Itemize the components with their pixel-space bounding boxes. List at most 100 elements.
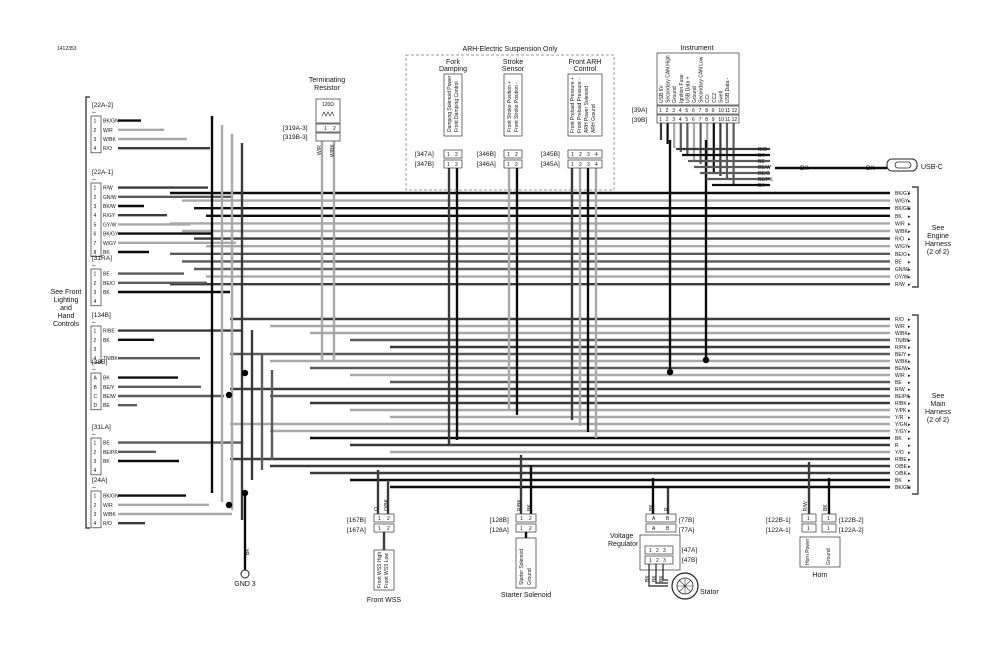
resistor-box [315,98,341,124]
usb-c: BK BK USB-C [800,158,943,172]
main-wire-arrow-7: ▸ [908,366,911,372]
connector-24a-housing [90,490,102,529]
c39a-housing [656,105,740,115]
connector-24a-wire-1: BK/GN [103,494,119,500]
horn: 1 1 1 1 [122B-1] [122A-1] [122B-2] [122A… [766,501,864,579]
c128-p2b: 2 [529,526,532,532]
connector-22a2-wire-3: W/BK [103,137,116,143]
main-wire-label-14: Y/R [895,415,904,421]
main-wire-label-24: BK/GN [895,485,911,491]
c345b-housing [567,149,603,159]
usb-wire-label-1: BK [758,153,765,159]
engine-harness-l2: Engine [927,233,949,240]
engine-wire-arrow-1: ▸ [908,199,911,205]
main-wire-label-18: R [895,443,899,449]
front-lighting-label-4: Hand [58,313,75,320]
voltage-regulator: A B A B [77B] [77A] BK R 1 2 3 1 2 3 [47… [608,504,697,582]
connector-22a1-pin-4: 4 [94,213,97,219]
c47-p1: 1 [649,548,652,554]
engine-wire-label-11: GY/W [895,275,909,281]
connector-24a-wire-2: W/R [103,503,113,509]
connector-38b-housing [90,372,102,411]
connector-38b-wire-D: BE [103,403,110,409]
engine-wire-label-0: BK/GY [895,191,911,197]
c122-p2b: 1 [827,526,830,532]
arh-group: ARH-Electric Suspension Only Fork Dampin… [405,46,615,191]
connector-22a1-id: [22A-1] [92,169,113,176]
front-lighting-label-3: and [60,305,72,312]
c167a-id: [167A] [347,527,366,534]
c167-p1: 1 [378,516,381,522]
c47-p1b: 1 [649,558,652,564]
main-wire-arrow-5: ▸ [908,352,911,358]
c346-pin2: 2 [515,152,518,158]
main-wire-label-23: BK [895,478,902,484]
main-wire-arrow-15: ▸ [908,422,911,428]
instrument-pin-label-9: CC2 [712,93,718,103]
terminating-resistor-label-1: Terminating [309,77,345,84]
connector-134b-pin-4: 4 [94,356,97,362]
main-wire-arrow-4: ▸ [908,345,911,351]
c122b1-id: [122B-1] [766,517,791,524]
c122b2-id: [122B-2] [839,517,864,524]
c77b-id: [77B] [679,517,694,524]
c319-pin2: 2 [333,126,336,132]
front-lighting-label-2: Lighting [54,297,79,304]
c347b-housing [443,149,463,159]
main-wire-label-21: O/BE [895,464,908,470]
c77-wire1: BK [649,504,655,511]
c39b-id: [39B] [632,117,647,124]
connector-31ra-housing [90,268,102,307]
usb-c-label: USB-C [921,164,943,171]
usb-wire-label-5: BE/PK [758,177,773,183]
connector-22a1-arrow: ⇽ [92,177,96,183]
connector-38b-pin-C: C [94,394,98,400]
c167-p2: 2 [387,516,390,522]
regulator-label-1: Voltage [610,533,633,540]
c345-p1b: 1 [571,162,574,168]
instrument-pin-label-5: USB Data + [685,76,691,103]
engine-wire-label-4: W/R [895,221,905,227]
connector-134b-pin-3: 3 [94,347,97,353]
c39a-pin-4: 4 [679,108,682,114]
connector-31ra-pin-3: 3 [94,290,97,296]
connector-22a1-housing [90,182,102,257]
main-wire-arrow-16: ▸ [908,429,911,435]
main-harness-l3: Harness [925,409,952,416]
engine-wire-label-12: R/W [895,282,905,288]
instrument-pin-label-10: Swell [718,91,724,103]
c39a-pin-3: 3 [672,108,675,114]
connector-134b-id: [134B] [92,312,111,319]
connector-38b-arrow: ⇽ [92,367,96,373]
c39b-pin-10: 10 [718,117,724,123]
c39b-pin-5: 5 [685,117,688,123]
c346-pin2b: 2 [515,162,518,168]
connector-24a-pin-4: 4 [94,521,97,527]
c122-p1: 1 [807,516,810,522]
stroke-pin-1: Front Stroke Position + [507,81,513,132]
c345-p4: 4 [595,152,598,158]
connector-134b-pin-2: 2 [94,338,97,344]
c346a-housing [503,159,523,169]
c122-p2: 1 [827,516,830,522]
usb-wire-label-4: BE/O [758,171,770,177]
c39b-pin-4: 4 [679,117,682,123]
connector-31la-wire-3: BK [103,459,110,465]
connector-24a-pin-2: 2 [94,503,97,509]
main-wire-arrow-14: ▸ [908,415,911,421]
stator-label: Stator [700,589,719,596]
connector-22a1-pin-3: 3 [94,204,97,210]
gnd3-label: GND 3 [234,581,256,588]
c347-pin1: 1 [447,152,450,158]
left-bracket [85,96,90,529]
instrument-pin-label-3: Ground [672,86,678,103]
connector-31ra-pin-2: 2 [94,281,97,287]
c39b-pin-3: 3 [672,117,675,123]
c122b1-housing [801,513,817,523]
main-wire-arrow-18: ▸ [908,443,911,449]
stator-wire-1: BK [645,575,651,582]
engine-wire-label-8: BE/O [895,252,907,258]
usb-wire-label-3: BE/W [758,165,771,171]
main-wire-label-13: Y/PK [895,408,907,414]
